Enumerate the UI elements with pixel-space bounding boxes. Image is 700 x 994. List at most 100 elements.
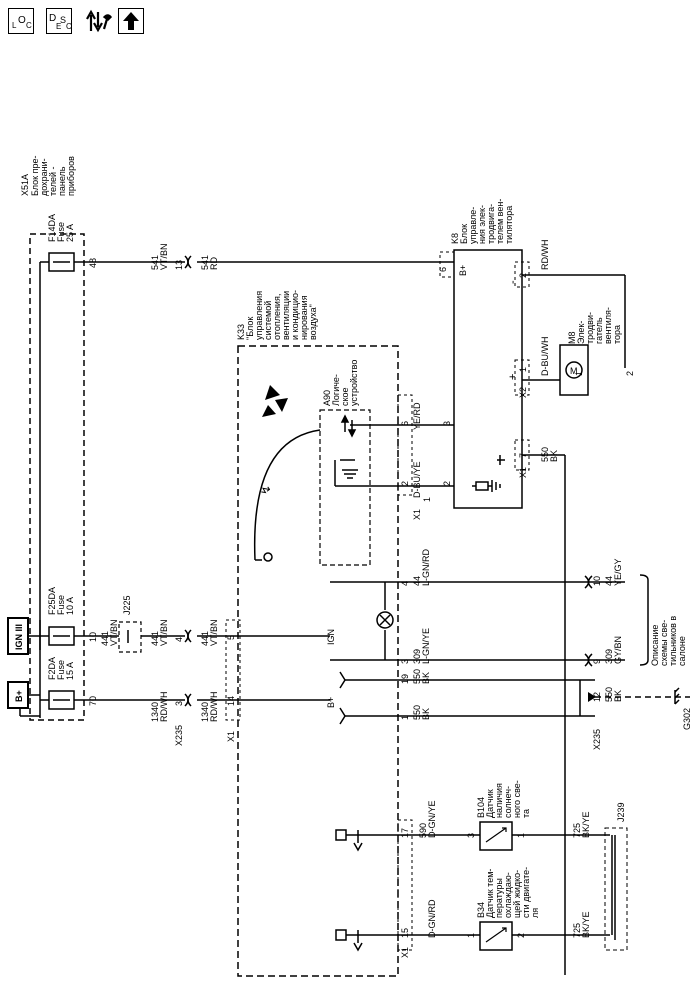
b34-desc-3: охлаждаю-	[503, 872, 513, 918]
sunload-sensor-box	[479, 821, 513, 851]
pin-48: 48	[88, 258, 98, 268]
wire-1340-number-a: 1340	[150, 702, 160, 722]
wire-541-color-b: RD	[209, 257, 219, 270]
b104-desc-1: Датчик	[485, 789, 495, 818]
b34-desc-1: Датчик тем-	[485, 869, 495, 918]
b-plus-label: B+	[14, 690, 24, 702]
ground-chevron-icon	[339, 671, 346, 725]
connector-view-icon	[86, 9, 112, 33]
x235-label: X235	[174, 725, 184, 746]
wire-550-number-b: 550	[412, 669, 422, 684]
description-letter-d: D	[49, 13, 57, 24]
wire-44-number-a: 44	[412, 576, 422, 586]
logic-device-box	[319, 409, 371, 566]
wire-441-number-b: 441	[150, 631, 160, 646]
k33-bplus-label: B+	[326, 697, 336, 708]
wire-590-number: 590	[418, 823, 428, 838]
location-letter-c: C	[26, 21, 32, 30]
pin-2-x2: 2	[518, 273, 528, 278]
fuse-block-box	[29, 233, 85, 721]
k33-label: K33	[236, 324, 246, 340]
wire-541-number-b: 541	[200, 255, 210, 270]
up-arrow-icon	[123, 12, 139, 30]
wire-dbuye: D-BU/YE	[412, 461, 422, 498]
wire-dbuwh: D-BU/WH	[540, 337, 550, 377]
x51a-desc-1: Блок пре-	[30, 156, 40, 196]
wire-441-number-a: 441	[100, 631, 110, 646]
ground-arrow-icon	[497, 455, 505, 465]
pin-4-k33: 4	[400, 581, 410, 586]
k8-minus-label: -	[507, 280, 519, 284]
pin-3-k8: 3	[442, 421, 452, 426]
up-arrow-button[interactable]	[118, 8, 144, 34]
blower-control-box	[453, 249, 523, 509]
b34-desc-5: сти двигате-	[521, 867, 531, 918]
connector-x1-k8-label: X1	[518, 467, 528, 478]
k33-desc-8: воздуха"	[308, 304, 318, 340]
fuse-f14da-name: F14DA	[47, 214, 57, 242]
a90-label: A90	[322, 390, 332, 406]
wire-309-color-a: L-GN/YE	[421, 628, 431, 664]
b34-pin-1: 1	[466, 933, 476, 938]
fuse-f14da-rating: 25 A	[65, 224, 75, 242]
wire-309-number-a: 309	[412, 649, 422, 664]
ign-iii-label: IGN III	[14, 624, 24, 650]
wire-44-number-b: 44	[604, 576, 614, 586]
location-letter-o: O	[18, 15, 26, 26]
connector-x1-label: X1	[226, 731, 236, 742]
wire-590-color: D-GN/YE	[427, 800, 437, 838]
wire-550-color-c: BK	[421, 708, 431, 720]
location-button[interactable]: L O C	[8, 8, 34, 34]
fuse-f2da-name: F2DA	[47, 657, 57, 680]
fuse-f14da-type: Fuse	[56, 222, 66, 242]
wire-550-number-a: 550	[540, 447, 550, 462]
connector-x1-sensors	[397, 819, 413, 951]
b104-label: B104	[476, 797, 486, 818]
pin-70: 70	[88, 696, 98, 706]
wire-1340-number-b: 1340	[200, 702, 210, 722]
pin-19: 19	[400, 674, 410, 684]
b104-desc-2: наличия	[494, 783, 504, 818]
connector-x1-a90	[397, 394, 413, 496]
connector-x2-label: X2	[518, 387, 528, 398]
k8-desc-3: ния элек-	[477, 205, 487, 244]
light-desc-1: Описание	[650, 625, 660, 666]
pin-1-k33: 1	[400, 715, 410, 720]
b104-pin-3: 3	[466, 833, 476, 838]
k8-desc-5: телем вен-	[495, 199, 505, 244]
wire-541-color-a: VT/BN	[159, 243, 169, 270]
m8-desc-3: гатель	[594, 317, 604, 344]
ground-k8-icon	[472, 480, 501, 492]
k33-desc-2: управления	[254, 291, 264, 340]
x235-label-b: X235	[592, 729, 602, 750]
description-button[interactable]: D E S C	[46, 8, 72, 34]
wire-dgnrd: D-GN/RD	[427, 899, 437, 938]
x51a-desc-3: телей -	[48, 166, 58, 196]
location-letter-l: L	[12, 21, 17, 30]
pin-6-x1: 6	[400, 421, 410, 426]
fuse-f25da-name: F25DA	[47, 587, 57, 615]
k8-desc-2: управле-	[468, 207, 478, 244]
pin-1-x2: 1	[518, 367, 528, 372]
connector-view-button[interactable]	[84, 7, 114, 35]
pin-3-x235: 3	[174, 701, 184, 706]
wire-550-color-d: BK	[613, 690, 623, 702]
splice-j239-label: J239	[616, 802, 626, 822]
b34-desc-2: пературы	[494, 878, 504, 918]
b104-desc-5: та	[521, 809, 531, 818]
b104-pin-1: 1	[516, 833, 526, 838]
hvac-module-box	[237, 345, 399, 977]
b34-label: B34	[476, 902, 486, 918]
b104-desc-3: солнеч-	[503, 786, 513, 818]
mode-door-arc	[253, 429, 321, 561]
fuse-f2da-rating: 15 A	[65, 662, 75, 680]
k33-desc-7: нирования	[299, 295, 309, 340]
pin-17: 17	[400, 828, 410, 838]
pin-14: 14	[226, 696, 236, 706]
k33-desc-6: и кондицио-	[290, 290, 300, 340]
splice-point	[588, 692, 596, 702]
wire-1340-color-a: RD/WH	[159, 692, 169, 723]
m8-pin-2: 2	[625, 371, 635, 376]
k33-desc-4: отопления,	[272, 294, 282, 340]
wire-541-number-a: 541	[150, 255, 160, 270]
